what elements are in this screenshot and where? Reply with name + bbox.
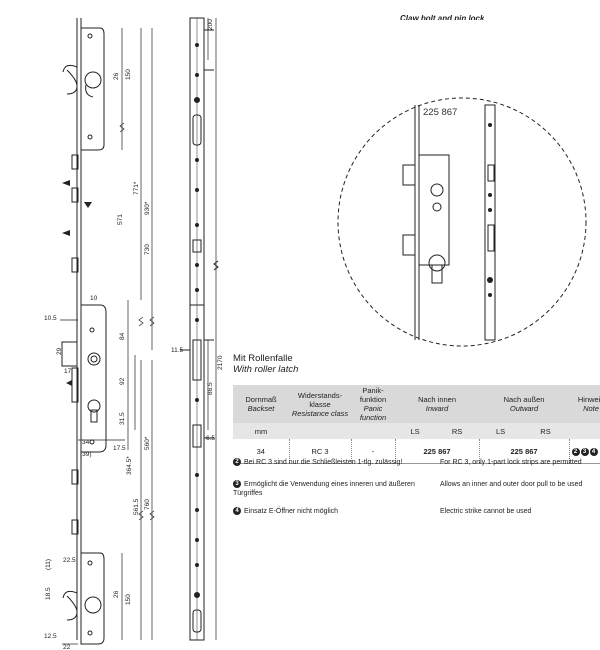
dim-10-5: 10.5 — [44, 315, 57, 322]
diagram-title: Claw bolt and pin lock — [400, 14, 485, 20]
cell-inward: 225 867 — [395, 439, 480, 464]
zoom-part-number: 225 867 — [423, 107, 457, 118]
strike-plate-drawing: 200 11.5 86.5 6.5 2170 — [171, 17, 224, 641]
note-ref-2: 2 — [571, 448, 580, 456]
heading-en: With roller latch — [233, 364, 299, 375]
heading-de: Mit Rollenfalle — [233, 353, 293, 364]
dim-760: 760 — [144, 499, 151, 510]
sub-outward-rs: RS — [522, 423, 569, 439]
dim-84: 84 — [119, 332, 126, 340]
dim-560: 560* — [144, 436, 151, 450]
dim-86-5: 86.5 — [207, 382, 214, 395]
dim-26-bottom: 26 — [113, 590, 120, 598]
note-ref-3: 3 — [580, 448, 589, 456]
dim-6-5: 6.5 — [206, 435, 215, 442]
dim-364-5: 364.5* — [126, 456, 133, 475]
dim-18-5: 18.5 — [45, 587, 52, 600]
note-4-en: Electric strike cannot be used — [440, 508, 532, 515]
dim-92: 92 — [119, 377, 126, 385]
dim-11-5: 11.5 — [171, 347, 184, 354]
dim-930: 930* — [144, 201, 151, 215]
dim-31-5: 31.5 — [119, 412, 126, 425]
cell-panic: - — [351, 439, 396, 464]
dim-22-5: 22.5 — [63, 557, 76, 564]
dim-730: 730 — [144, 244, 151, 255]
note-3-en: Allows an inner and outer door pull to b… — [440, 481, 583, 488]
dim-29: 29 — [56, 347, 63, 355]
dim-571: 571 — [117, 214, 124, 225]
section-heading: Mit Rollenfalle With roller latch — [233, 353, 298, 375]
dim-150-bottom: 150 — [125, 594, 132, 605]
dim-39: (39) — [80, 451, 92, 458]
dim-17: 17 — [64, 368, 72, 375]
cell-class: RC 3 — [289, 439, 352, 464]
dim-10: 10 — [90, 295, 98, 302]
dim-771: 771* — [133, 181, 140, 195]
cell-backset: 34 — [233, 439, 290, 464]
dim-12-5: 12.5 — [44, 633, 57, 640]
dim-11: (11) — [45, 559, 52, 570]
dim-22: 22 — [63, 644, 71, 650]
sub-inward-ls: LS — [395, 423, 436, 439]
dim-34: 34 — [82, 439, 90, 446]
dim-2170: 2170 — [217, 355, 224, 370]
unit-mm: mm — [233, 423, 289, 439]
dim-17-5: 17.5 — [113, 445, 126, 452]
dim-561-5: 561.5 — [133, 498, 140, 515]
col-note: HinweisNote — [569, 385, 600, 423]
cell-outward: 225 867 — [479, 439, 570, 464]
sub-outward-ls: LS — [479, 423, 522, 439]
note-ref-4: 4 — [589, 448, 598, 456]
dim-26-top: 26 — [113, 72, 120, 80]
dim-200: 200 — [207, 19, 214, 30]
zoom-detail-circle: 225 867 — [337, 97, 587, 347]
note-2-en: For RC 3, only 1-part lock strips are pe… — [440, 459, 582, 466]
sub-inward-rs: RS — [435, 423, 480, 439]
dim-150-top: 150 — [125, 69, 132, 80]
lock-body-drawing: 26 150 771* 930* 571 730 10 10.5 29 84 1… — [44, 18, 155, 650]
